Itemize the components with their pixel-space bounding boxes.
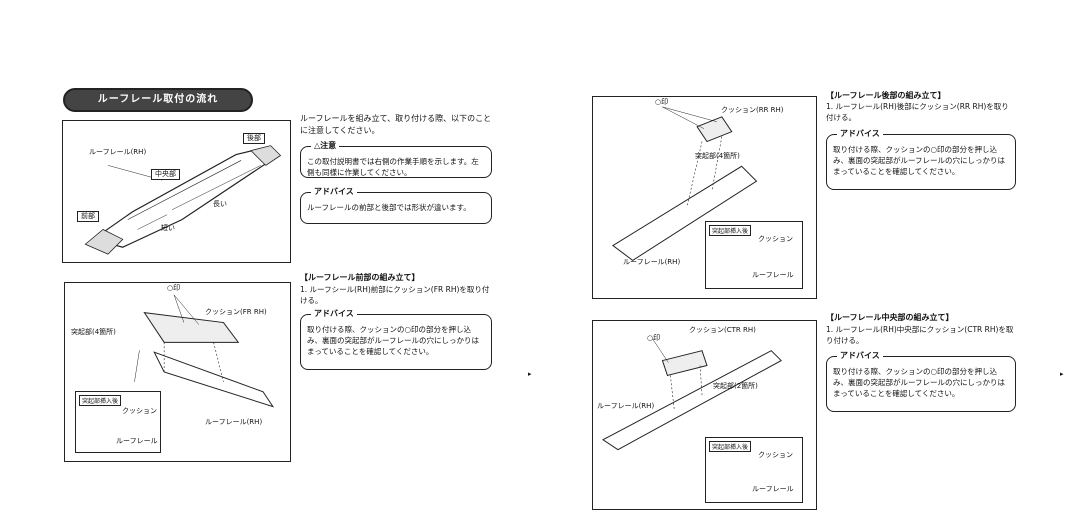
- protrusion-label: 突起部(2箇所): [713, 382, 758, 390]
- rail-label: ルーフレール(RH): [89, 148, 147, 156]
- advice-heading-2: アドバイス: [311, 308, 357, 320]
- roof-rail-overview-drawing: [84, 145, 282, 255]
- cushion-label: クッション(FR RH): [205, 308, 267, 316]
- protrusion-label: 突起部(4箇所): [71, 328, 116, 336]
- figure-roof-rail-overview: 後部 中央部 前部 ルーフレール(RH) 長い 短い: [62, 120, 291, 263]
- inset-tag: 突起部挿入後: [79, 395, 122, 406]
- rear-tag: 後部: [243, 133, 265, 144]
- inset-after-insertion: 突起部挿入後 クッション ルーフレール: [705, 437, 803, 503]
- short-label: 短い: [161, 224, 175, 232]
- rail-label: ルーフレール(RH): [623, 258, 681, 266]
- inset-after-insertion: 突起部挿入後 クッション ルーフレール: [705, 221, 803, 289]
- caution-box: △注意 この取付説明書では右側の作業手順を示します。左側も同様に作業してください…: [300, 140, 492, 178]
- rail-label: ルーフレール(RH): [597, 402, 655, 410]
- figure-center-cushion: ○印 クッション(CTR RH) 突起部(2箇所) ルーフレール(RH) 突起部…: [592, 320, 817, 510]
- inset-rail-label: ルーフレール: [752, 485, 794, 493]
- inset-cushion-label: クッション: [122, 407, 157, 415]
- page-marker-left: ▸: [528, 370, 532, 378]
- rear-section-title: 【ルーフレール後部の組み立て】: [826, 91, 946, 100]
- rear-cushion-drawing: [612, 106, 758, 261]
- cushion-label: クッション(RR RH): [721, 106, 784, 114]
- advice-text-1: ルーフレールの前部と後部では形状が違います。: [307, 203, 471, 212]
- section-banner: ルーフレール取付の流れ: [63, 88, 253, 112]
- intro-paragraph: ルーフレールを組み立て、取り付ける際、以下のことに注意してください。: [300, 114, 492, 135]
- advice-text-4: 取り付ける際、クッションの○印の部分を押し込み、裏面の突起部がルーフレールの穴に…: [833, 367, 1006, 398]
- inset-cushion-label: クッション: [758, 235, 793, 243]
- page-marker-right: ▸: [1060, 370, 1064, 378]
- rail-label: ルーフレール(RH): [205, 418, 263, 426]
- circle-mark-label: ○印: [655, 98, 669, 106]
- inset-rail-label: ルーフレール: [752, 271, 794, 279]
- cushion-label: クッション(CTR RH): [689, 326, 756, 334]
- center-cushion-drawing: [602, 338, 783, 451]
- inset-rail-label: ルーフレール: [116, 437, 158, 445]
- figure-front-cushion: ○印 クッション(FR RH) 突起部(4箇所) ルーフレール(RH) 突起部挿…: [64, 282, 291, 462]
- rear-section-step: 1. ルーフレール(RH)後部にクッション(RR RH)を取り付ける。: [826, 102, 1009, 122]
- front-section-title: 【ルーフレール前部の組み立て】: [300, 273, 420, 282]
- inset-cushion-label: クッション: [758, 451, 793, 459]
- advice-heading-4: アドバイス: [837, 350, 883, 362]
- advice-text-2: 取り付ける際、クッションの○印の部分を押し込み、裏面の突起部がルーフレールの穴に…: [307, 325, 480, 356]
- center-tag: 中央部: [151, 169, 180, 180]
- circle-mark-label: ○印: [647, 334, 661, 342]
- front-cushion-drawing: [134, 294, 275, 408]
- advice-heading-3: アドバイス: [837, 128, 883, 140]
- figure-rear-cushion: ○印 クッション(RR RH) 突起部(4箇所) ルーフレール(RH) 突起部挿…: [592, 96, 817, 299]
- center-section-title: 【ルーフレール中央部の組み立て】: [826, 313, 954, 322]
- inset-tag: 突起部挿入後: [709, 441, 752, 452]
- caution-heading: △注意: [311, 140, 340, 152]
- advice-text-3: 取り付ける際、クッションの○印の部分を押し込み、裏面の突起部がルーフレールの穴に…: [833, 145, 1006, 176]
- advice-box-3: アドバイス 取り付ける際、クッションの○印の部分を押し込み、裏面の突起部がルーフ…: [826, 128, 1016, 190]
- advice-box-1: アドバイス ルーフレールの前部と後部では形状が違います。: [300, 186, 492, 224]
- advice-box-2: アドバイス 取り付ける際、クッションの○印の部分を押し込み、裏面の突起部がルーフ…: [300, 308, 492, 370]
- inset-tag: 突起部挿入後: [709, 225, 752, 236]
- circle-mark-label: ○印: [167, 284, 181, 292]
- center-section-step: 1. ルーフレール(RH)中央部にクッション(CTR RH)を取り付ける。: [826, 325, 1014, 345]
- protrusion-label: 突起部(4箇所): [695, 152, 740, 160]
- advice-heading-1: アドバイス: [311, 186, 357, 198]
- front-tag: 前部: [77, 211, 99, 222]
- front-section-step: 1. ルーフシール(RH)前部にクッション(FR RH)を取り付ける。: [300, 285, 490, 305]
- caution-text: この取付説明書では右側の作業手順を示します。左側も同様に作業してください。: [307, 157, 479, 177]
- long-label: 長い: [213, 200, 227, 208]
- inset-after-insertion: 突起部挿入後 クッション ルーフレール: [75, 391, 161, 453]
- advice-box-4: アドバイス 取り付ける際、クッションの○印の部分を押し込み、裏面の突起部がルーフ…: [826, 350, 1016, 412]
